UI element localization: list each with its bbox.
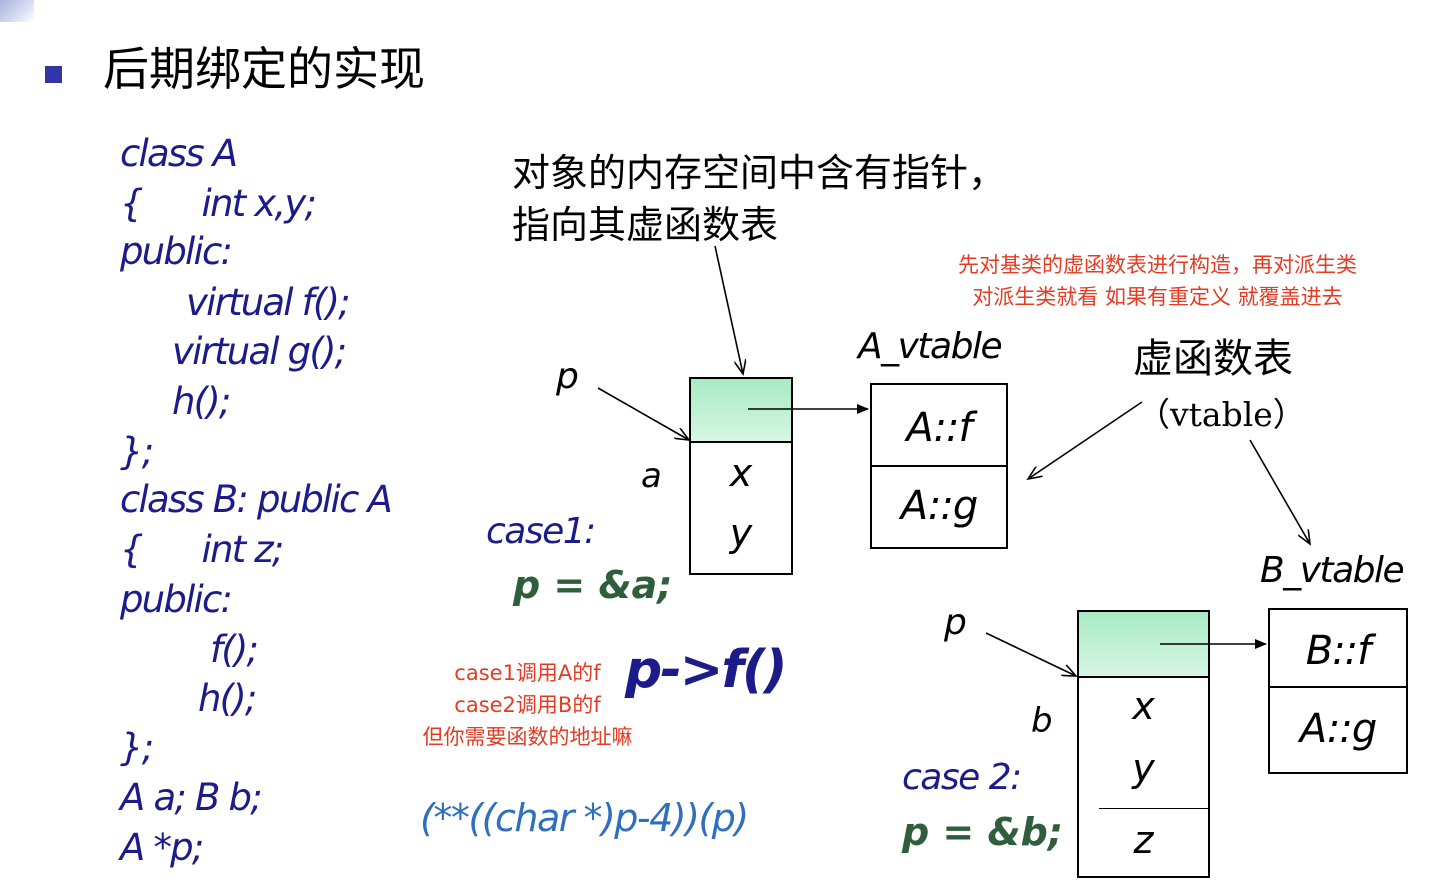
object-b-field-z: z <box>1133 818 1154 862</box>
vtable-caption-en: （vtable） <box>1137 395 1306 434</box>
code-line: }; <box>120 430 154 473</box>
code-line: h(); <box>198 677 257 720</box>
b-vtable-entry-g: A::g <box>1299 706 1377 752</box>
code-line: A a; B b; <box>120 776 263 819</box>
b-vtable-entry-f: B::f <box>1305 628 1371 674</box>
red-note-mid-line-2: case2调用B的f <box>454 693 601 717</box>
a-vtable-box: A::f A::g <box>870 383 1008 549</box>
arrow-p-to-object-b <box>985 632 1076 676</box>
code-line: f(); <box>210 628 259 671</box>
case1-label: case1: <box>486 511 596 552</box>
a-vtable-entry-f: A::f <box>906 405 972 451</box>
case2-assign: p = &b; <box>902 810 1064 854</box>
case2-label: case 2: <box>902 757 1022 798</box>
code-line: h(); <box>172 380 231 423</box>
code-line: A *p; <box>120 826 204 869</box>
pointer-label-b: p <box>944 602 967 643</box>
code-line: public: <box>120 230 233 273</box>
arrow-caption-to-a-vtable <box>1028 401 1143 479</box>
object-a-vptr-cell <box>691 379 791 443</box>
b-vtable-row: B::f <box>1270 610 1406 688</box>
code-line: class A <box>120 132 238 175</box>
annotation-line-2: 指向其虚函数表 <box>512 203 779 247</box>
title-bullet <box>45 66 62 83</box>
red-note-top-line-1: 先对基类的虚函数表进行构造，再对派生类 <box>958 253 1357 277</box>
code-line: public: <box>120 578 233 621</box>
code-line: { int x,y; <box>120 182 317 225</box>
object-b-field-x: x <box>1132 684 1155 728</box>
code-line: virtual f(); <box>186 281 351 324</box>
code-line: virtual g(); <box>172 330 347 373</box>
a-vtable-title: A_vtable <box>858 326 1003 367</box>
a-vtable-entry-g: A::g <box>900 483 978 529</box>
object-b-divider <box>1099 808 1208 809</box>
red-note-mid-line-1: case1调用A的f <box>454 661 601 685</box>
object-b-vptr-cell <box>1079 612 1208 678</box>
code-line: class B: public A <box>120 478 393 521</box>
slide-title: 后期绑定的实现 <box>103 42 425 96</box>
arrow-annotation-to-vptr <box>714 245 743 374</box>
b-vtable-box: B::f A::g <box>1268 608 1408 774</box>
slide-corner-decoration <box>0 0 34 22</box>
object-name-a: a <box>641 456 662 496</box>
pointer-label-a: p <box>556 356 579 397</box>
b-vtable-title: B_vtable <box>1260 550 1405 591</box>
object-b-field-y: y <box>1132 746 1155 790</box>
case1-assign: p = &a; <box>513 563 673 607</box>
a-vtable-row: A::f <box>872 385 1006 467</box>
arrow-caption-to-b-vtable <box>1249 439 1310 544</box>
object-a-box: x y <box>689 377 793 575</box>
annotation-line-1: 对象的内存空间中含有指针， <box>512 151 1007 195</box>
virtual-call: p->f() <box>625 640 788 700</box>
red-note-mid-line-3: 但你需要函数的地址嘛 <box>422 725 633 749</box>
object-a-field-y: y <box>729 511 753 555</box>
vtable-caption-cn: 虚函数表 <box>1133 336 1293 382</box>
object-name-b: b <box>1031 701 1053 741</box>
object-b-box: x y z <box>1077 610 1210 878</box>
red-note-top-line-2: 对派生类就看 如果有重定义 就覆盖进去 <box>972 285 1343 309</box>
code-line: { int z; <box>120 528 284 571</box>
code-line: }; <box>120 726 154 769</box>
object-a-field-x: x <box>729 451 753 495</box>
vtable-cast-expression: (**((char *)p-4))(p) <box>420 796 749 840</box>
arrow-p-to-object-a <box>597 387 689 440</box>
